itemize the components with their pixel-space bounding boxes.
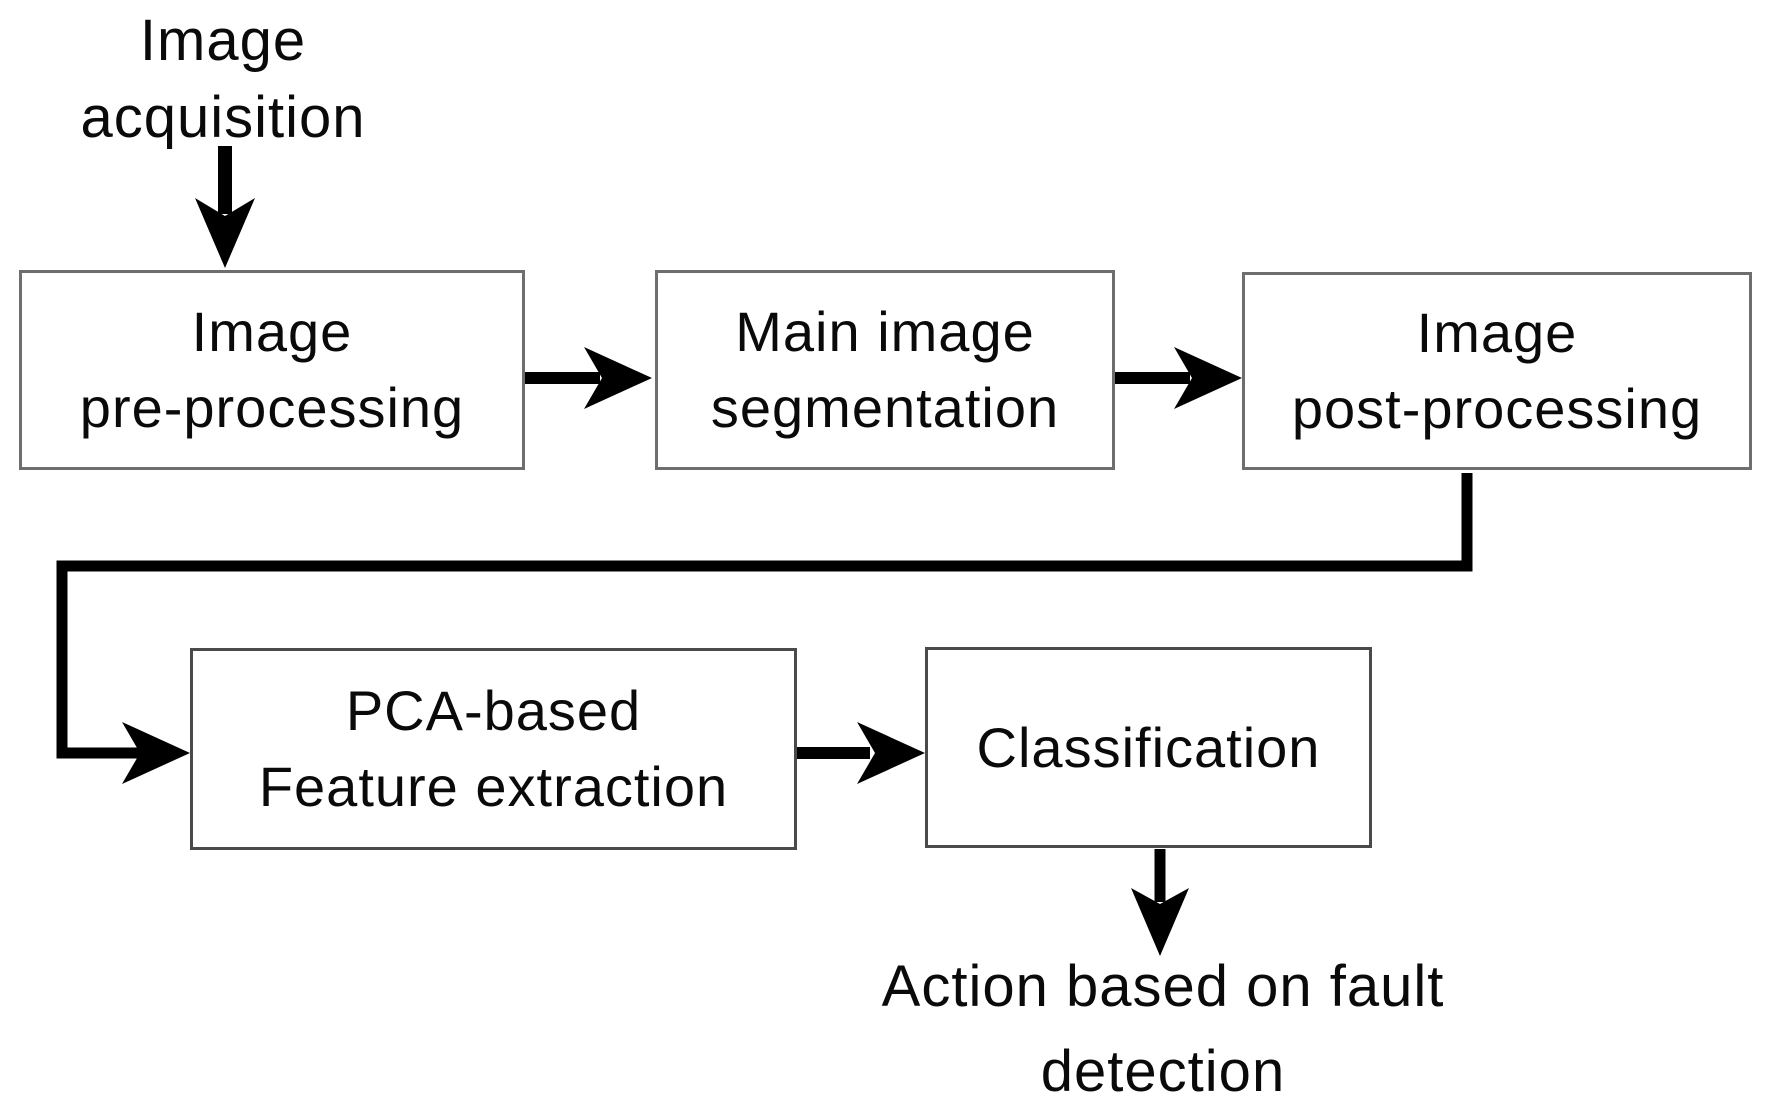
flow-box-image-pre-processing: Image pre-processing [19,270,525,470]
flow-box-pca-feature-extraction: PCA-based Feature extraction [190,648,797,850]
action-label-line1: Action based on fault [881,954,1445,1019]
arrow-acquisition-to-preprocessing [195,146,255,268]
box-pre-label-line2: pre-processing [79,376,465,439]
arrow-preprocessing-to-segmentation [525,347,652,409]
box-class-label-line1: Classification [976,715,1321,779]
arrow-classification-to-action [1131,849,1189,956]
action-label: Action based on fault detection [763,944,1563,1108]
image-acquisition-label: Image acquisition [28,2,418,156]
arrow-pca-to-classification [795,722,925,784]
image-acquisition-label-line2: acquisition [80,85,366,150]
box-pre-label-line1: Image [191,300,353,363]
flow-box-classification: Classification [925,647,1372,848]
box-post-label-line1: Image [1416,301,1578,364]
arrow-segmentation-to-postprocessing [1115,347,1242,409]
box-seg-label-line1: Main image [735,300,1035,363]
flow-box-image-post-processing: Image post-processing [1242,272,1752,470]
image-acquisition-label-line1: Image [139,8,307,73]
connector-postprocessing-to-pca [56,473,1473,784]
box-pca-label-line2: Feature extraction [258,755,729,818]
box-pca-label-line1: PCA-based [345,679,642,742]
box-seg-label-line2: segmentation [710,376,1060,439]
box-post-label-line2: post-processing [1291,377,1703,440]
action-label-line2: detection [1040,1039,1286,1104]
flow-box-main-image-segmentation: Main image segmentation [655,270,1115,470]
